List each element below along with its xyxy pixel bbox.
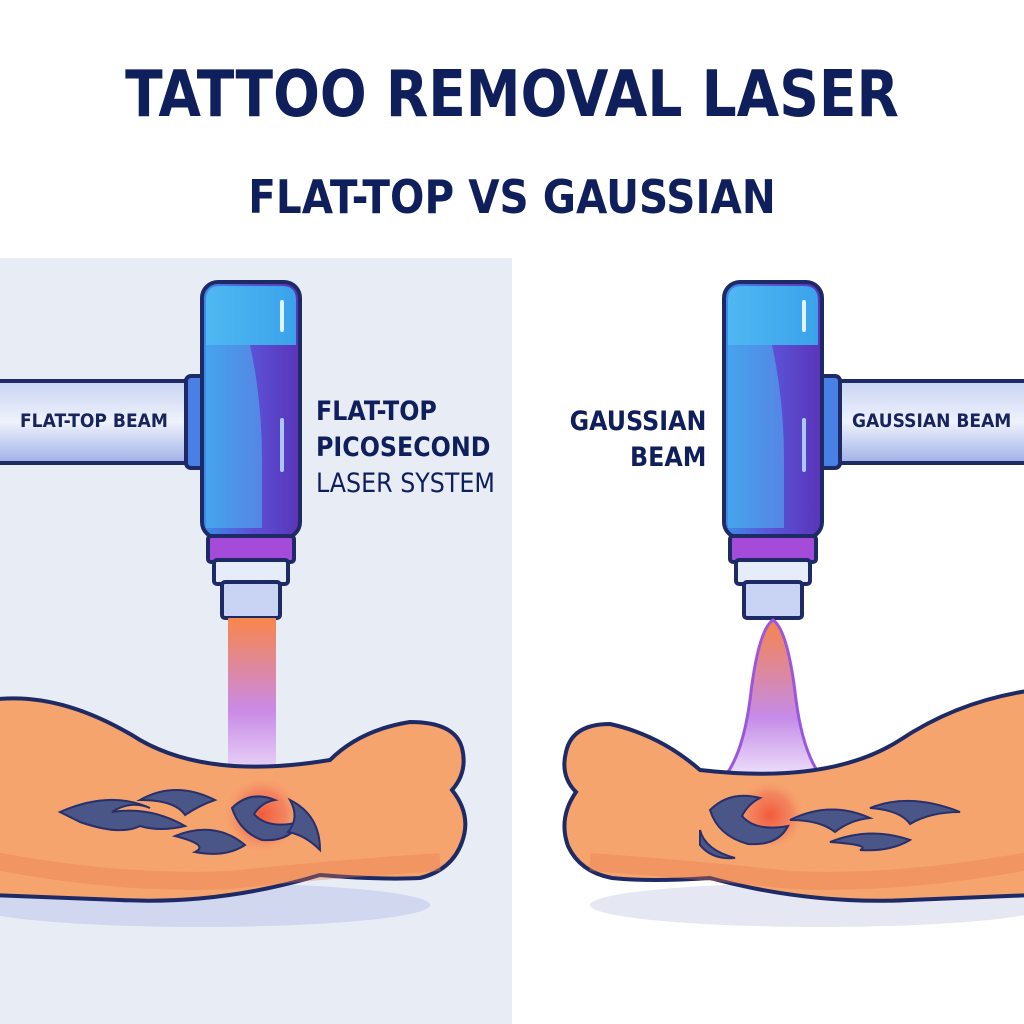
left-beam-label: FLAT-TOP BEAM	[20, 410, 168, 432]
right-callout: GAUSSIAN BEAM	[569, 404, 706, 476]
left-laser-handpiece	[200, 280, 302, 620]
right-beam-label: GAUSSIAN BEAM	[852, 410, 1012, 432]
left-callout-line3: LASER SYSTEM	[316, 468, 495, 499]
left-callout-line2: PICOSECOND	[316, 432, 491, 463]
right-callout-line2: BEAM	[629, 442, 706, 473]
page-subtitle: FLAT-TOP VS GAUSSIAN	[248, 170, 776, 224]
page-title: TATTOO REMOVAL LASER	[125, 58, 899, 132]
right-arm-with-tattoo	[562, 689, 1024, 927]
left-callout: FLAT-TOP PICOSECOND LASER SYSTEM	[316, 394, 495, 502]
flat-top-beam-shape	[228, 618, 276, 786]
left-callout-line1: FLAT-TOP	[316, 396, 437, 427]
gaussian-beam-shape	[716, 618, 830, 784]
right-laser-handpiece	[722, 280, 824, 620]
left-arm-with-tattoo	[0, 696, 468, 927]
right-callout-line1: GAUSSIAN	[569, 406, 706, 437]
